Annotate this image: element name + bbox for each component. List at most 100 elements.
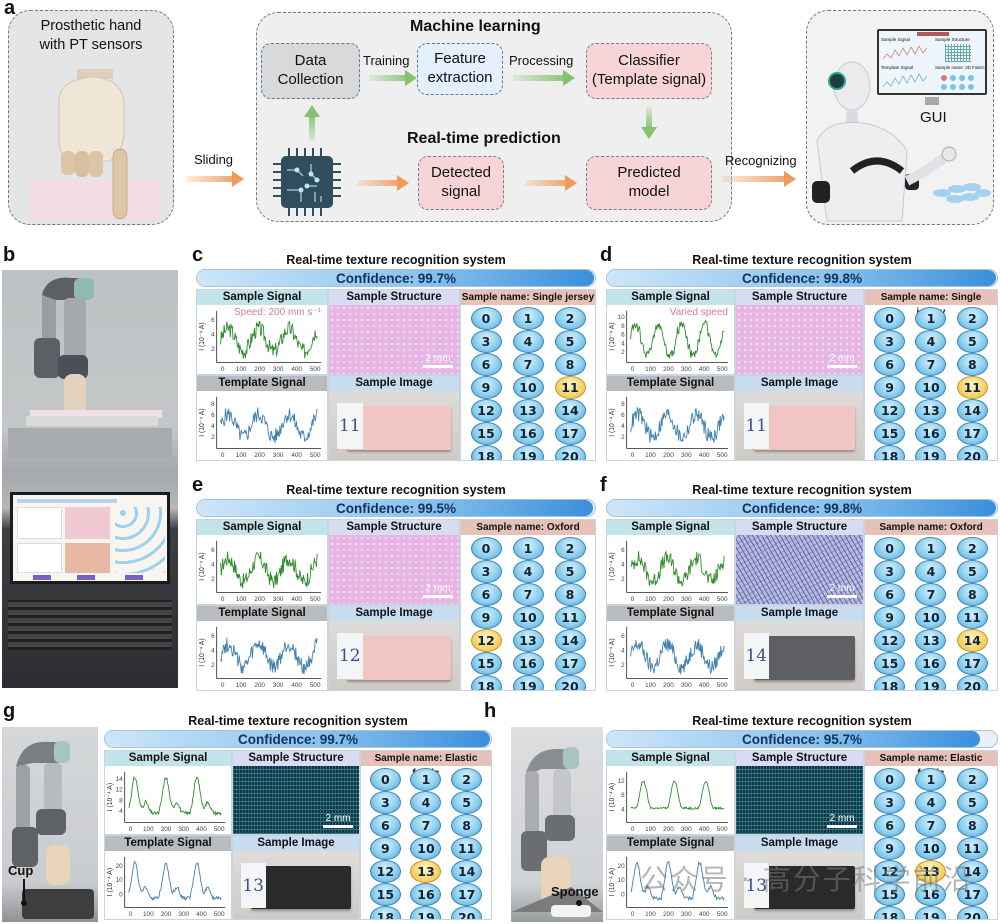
sample-button-3[interactable]: 3 (470, 560, 502, 583)
sample-button-9[interactable]: 9 (470, 606, 502, 629)
sample-button-16[interactable]: 16 (410, 883, 442, 906)
sample-button-15[interactable]: 15 (470, 422, 502, 445)
sample-button-18[interactable]: 18 (470, 675, 502, 690)
sample-button-15[interactable]: 15 (874, 883, 906, 906)
sample-button-12[interactable]: 12 (369, 860, 401, 883)
sample-button-4[interactable]: 4 (915, 330, 947, 353)
sample-button-5[interactable]: 5 (451, 791, 483, 814)
sample-button-14[interactable]: 14 (956, 399, 988, 422)
sample-button-13[interactable]: 13 (915, 399, 947, 422)
sample-button-7[interactable]: 7 (915, 814, 947, 837)
sample-button-18[interactable]: 18 (874, 906, 906, 919)
sample-button-16[interactable]: 16 (512, 652, 544, 675)
sample-button-2[interactable]: 2 (554, 307, 586, 330)
sample-button-6[interactable]: 6 (874, 814, 906, 837)
sample-button-13[interactable]: 13 (512, 629, 544, 652)
sample-button-1[interactable]: 1 (915, 537, 947, 560)
sample-button-11[interactable]: 11 (956, 837, 988, 860)
sample-button-2[interactable]: 2 (554, 537, 586, 560)
sample-button-18[interactable]: 18 (874, 675, 906, 690)
sample-button-11[interactable]: 11 (554, 606, 586, 629)
sample-button-12[interactable]: 12 (874, 860, 906, 883)
sample-button-0[interactable]: 0 (470, 537, 502, 560)
sample-button-19[interactable]: 19 (512, 675, 544, 690)
sample-button-12[interactable]: 12 (874, 629, 906, 652)
sample-button-3[interactable]: 3 (369, 791, 401, 814)
sample-button-3[interactable]: 3 (470, 330, 502, 353)
sample-button-9[interactable]: 9 (874, 606, 906, 629)
sample-button-3[interactable]: 3 (874, 330, 906, 353)
sample-button-8[interactable]: 8 (554, 353, 586, 376)
sample-button-20[interactable]: 20 (956, 675, 988, 690)
sample-button-14[interactable]: 14 (554, 629, 586, 652)
sample-button-1[interactable]: 1 (915, 768, 947, 791)
sample-button-14[interactable]: 14 (554, 399, 586, 422)
sample-button-17[interactable]: 17 (956, 422, 988, 445)
sample-button-19[interactable]: 19 (410, 906, 442, 919)
sample-button-9[interactable]: 9 (470, 376, 502, 399)
sample-button-7[interactable]: 7 (512, 583, 544, 606)
sample-button-8[interactable]: 8 (554, 583, 586, 606)
sample-button-0[interactable]: 0 (874, 537, 906, 560)
sample-button-20[interactable]: 20 (956, 445, 988, 460)
sample-button-11[interactable]: 11 (554, 376, 586, 399)
sample-button-20[interactable]: 20 (956, 906, 988, 919)
sample-button-3[interactable]: 3 (874, 791, 906, 814)
sample-button-0[interactable]: 0 (369, 768, 401, 791)
sample-button-14[interactable]: 14 (956, 860, 988, 883)
sample-button-4[interactable]: 4 (512, 330, 544, 353)
sample-button-20[interactable]: 20 (451, 906, 483, 919)
sample-button-13[interactable]: 13 (512, 399, 544, 422)
sample-button-19[interactable]: 19 (915, 445, 947, 460)
sample-button-7[interactable]: 7 (915, 353, 947, 376)
sample-button-13[interactable]: 13 (915, 860, 947, 883)
sample-button-16[interactable]: 16 (915, 422, 947, 445)
sample-button-14[interactable]: 14 (451, 860, 483, 883)
sample-button-13[interactable]: 13 (410, 860, 442, 883)
sample-button-2[interactable]: 2 (956, 307, 988, 330)
sample-button-10[interactable]: 10 (915, 837, 947, 860)
sample-button-4[interactable]: 4 (915, 791, 947, 814)
sample-button-4[interactable]: 4 (915, 560, 947, 583)
sample-button-15[interactable]: 15 (369, 883, 401, 906)
sample-button-8[interactable]: 8 (451, 814, 483, 837)
sample-button-16[interactable]: 16 (915, 652, 947, 675)
sample-button-11[interactable]: 11 (956, 606, 988, 629)
sample-button-1[interactable]: 1 (915, 307, 947, 330)
sample-button-2[interactable]: 2 (451, 768, 483, 791)
sample-button-19[interactable]: 19 (915, 906, 947, 919)
sample-button-14[interactable]: 14 (956, 629, 988, 652)
sample-button-18[interactable]: 18 (369, 906, 401, 919)
sample-button-13[interactable]: 13 (915, 629, 947, 652)
sample-button-5[interactable]: 5 (554, 560, 586, 583)
sample-button-16[interactable]: 16 (915, 883, 947, 906)
sample-button-0[interactable]: 0 (874, 768, 906, 791)
sample-button-8[interactable]: 8 (956, 353, 988, 376)
sample-button-11[interactable]: 11 (451, 837, 483, 860)
sample-button-4[interactable]: 4 (410, 791, 442, 814)
sample-button-6[interactable]: 6 (470, 353, 502, 376)
sample-button-12[interactable]: 12 (470, 629, 502, 652)
sample-button-2[interactable]: 2 (956, 768, 988, 791)
sample-button-6[interactable]: 6 (369, 814, 401, 837)
sample-button-12[interactable]: 12 (470, 399, 502, 422)
sample-button-0[interactable]: 0 (470, 307, 502, 330)
sample-button-7[interactable]: 7 (410, 814, 442, 837)
sample-button-10[interactable]: 10 (512, 606, 544, 629)
sample-button-7[interactable]: 7 (915, 583, 947, 606)
sample-button-15[interactable]: 15 (874, 422, 906, 445)
sample-button-15[interactable]: 15 (470, 652, 502, 675)
sample-button-17[interactable]: 17 (554, 652, 586, 675)
sample-button-8[interactable]: 8 (956, 583, 988, 606)
sample-button-9[interactable]: 9 (874, 376, 906, 399)
sample-button-18[interactable]: 18 (874, 445, 906, 460)
sample-button-5[interactable]: 5 (956, 330, 988, 353)
sample-button-19[interactable]: 19 (915, 675, 947, 690)
sample-button-3[interactable]: 3 (874, 560, 906, 583)
sample-button-6[interactable]: 6 (874, 583, 906, 606)
sample-button-5[interactable]: 5 (956, 791, 988, 814)
sample-button-17[interactable]: 17 (554, 422, 586, 445)
sample-button-1[interactable]: 1 (410, 768, 442, 791)
sample-button-18[interactable]: 18 (470, 445, 502, 460)
sample-button-0[interactable]: 0 (874, 307, 906, 330)
